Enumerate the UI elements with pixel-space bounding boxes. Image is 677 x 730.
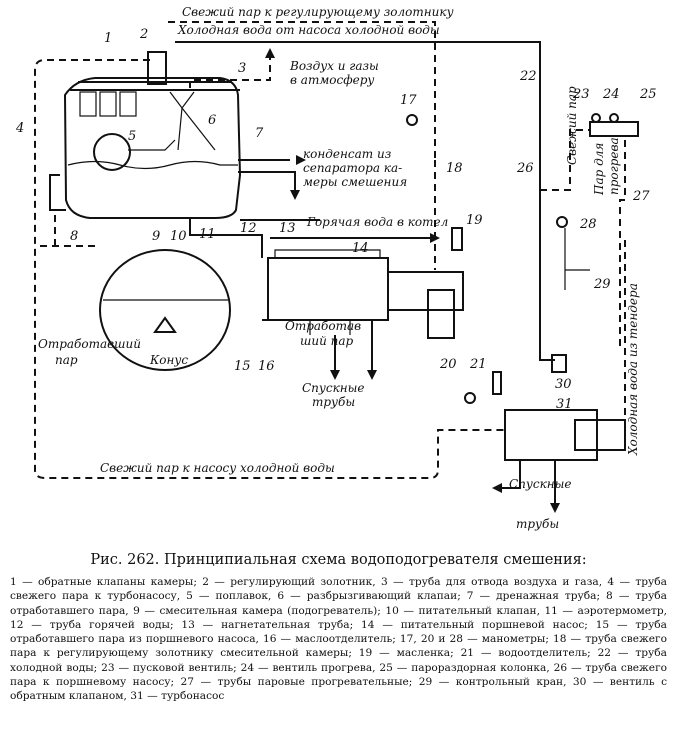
label-air-gases: Воздух и газы bbox=[289, 59, 379, 73]
label-exhaust-steam-left-1: Отработавший bbox=[38, 337, 141, 351]
number-18: 18 bbox=[446, 161, 463, 176]
arrow-condensate bbox=[290, 190, 300, 200]
label-fresh-steam-bottom: Свежий пар к насосу холодной воды bbox=[100, 461, 335, 475]
label-drain-pipes-2: трубы bbox=[312, 395, 355, 409]
label-exhaust-pump-2: ший пар bbox=[300, 334, 354, 348]
number-25: 25 bbox=[639, 87, 657, 102]
label-to-atmosphere: в атмосферу bbox=[290, 73, 374, 87]
pipe-warm-27 bbox=[619, 140, 626, 350]
cone-tank bbox=[98, 249, 232, 371]
float-lever bbox=[128, 139, 176, 151]
number-2: 2 bbox=[139, 27, 148, 42]
label-condensate-1: конденсат из bbox=[303, 147, 391, 161]
label-fresh-steam-right: Свежий пар bbox=[565, 86, 579, 165]
reference-numbers: 1 2 3 4 5 6 7 8 9 10 11 12 13 14 15 16 1… bbox=[15, 27, 657, 412]
feed-pump-top bbox=[274, 249, 381, 258]
number-19: 19 bbox=[466, 213, 483, 228]
pipe-hot-water-12 bbox=[189, 218, 263, 258]
pipe-air-vent bbox=[189, 55, 271, 88]
pipe-fresh-26 bbox=[540, 129, 590, 191]
number-16: 16 bbox=[258, 359, 275, 374]
cone bbox=[153, 316, 177, 333]
number-1: 1 bbox=[104, 31, 112, 46]
water-separator-21 bbox=[492, 371, 502, 395]
label-condensate-2: сепаратора ка- bbox=[303, 161, 402, 175]
pipe-fresh-steam-top bbox=[168, 21, 436, 160]
figure-caption: Рис. 262. Принципиальная схема водоподог… bbox=[90, 552, 587, 568]
number-4: 4 bbox=[15, 121, 24, 136]
number-22: 22 bbox=[519, 69, 537, 84]
number-21: 21 bbox=[469, 357, 487, 372]
pipe-4-left-loop bbox=[34, 59, 505, 479]
check-valves bbox=[79, 91, 137, 117]
number-23: 23 bbox=[572, 87, 590, 102]
number-7: 7 bbox=[255, 126, 264, 141]
warm-valve-24 bbox=[609, 113, 619, 123]
number-31: 31 bbox=[556, 397, 573, 412]
label-condensate-3: меры смешения bbox=[303, 175, 407, 189]
number-28: 28 bbox=[579, 217, 597, 232]
number-13: 13 bbox=[279, 221, 296, 236]
number-5: 5 bbox=[128, 129, 136, 144]
manometer-17 bbox=[406, 114, 418, 126]
number-30: 30 bbox=[555, 377, 572, 392]
number-3: 3 bbox=[238, 61, 246, 76]
number-20: 20 bbox=[439, 357, 457, 372]
pipe-cold-water-top bbox=[175, 41, 541, 175]
chamber-lid bbox=[70, 81, 240, 91]
mixing-chamber bbox=[63, 77, 242, 219]
figure-legend: 1 — обратные клапаны камеры; 2 — регулир… bbox=[10, 576, 667, 703]
float bbox=[93, 133, 131, 171]
label-cone: Конус bbox=[149, 353, 188, 367]
chamber-lower bbox=[49, 174, 66, 211]
valve-30 bbox=[551, 354, 567, 373]
lubricator-19 bbox=[451, 227, 463, 251]
oil-separator bbox=[427, 289, 455, 339]
number-11: 11 bbox=[199, 227, 216, 242]
label-exhaust-steam-left-2: пар bbox=[55, 353, 78, 367]
steam-column-25 bbox=[589, 121, 639, 137]
label-drain-pipes-3: Спускные bbox=[509, 477, 572, 491]
pipe-cold-22 bbox=[539, 175, 555, 361]
number-8: 8 bbox=[70, 229, 78, 244]
label-drain-pipes-4: трубы bbox=[516, 517, 559, 531]
pipe-control-29 bbox=[564, 228, 590, 290]
label-cold-water-tender: Холодная вода из тендера bbox=[626, 283, 640, 456]
feed-pump-rod bbox=[309, 320, 351, 335]
manometer-28 bbox=[556, 216, 568, 228]
manometer-20 bbox=[464, 392, 476, 404]
pipe-condensate bbox=[238, 171, 296, 192]
number-14: 14 bbox=[352, 241, 369, 256]
label-cold-water-from-pump: Холодная вода от насоса холодной воды bbox=[177, 23, 440, 37]
turbopump-motor bbox=[574, 419, 626, 451]
number-15: 15 bbox=[234, 359, 251, 374]
chamber-water-level bbox=[67, 160, 238, 170]
number-10: 10 bbox=[170, 229, 187, 244]
feed-pump-drive bbox=[387, 271, 464, 311]
number-6: 6 bbox=[208, 113, 216, 128]
turbopump bbox=[504, 409, 598, 461]
number-12: 12 bbox=[240, 221, 257, 236]
number-17: 17 bbox=[400, 93, 417, 108]
arrow-air-vent bbox=[265, 48, 275, 58]
number-24: 24 bbox=[602, 87, 620, 102]
label-warm-steam-2: прогрева bbox=[607, 137, 621, 195]
label-warm-steam-1: Пар для bbox=[592, 143, 606, 196]
number-26: 26 bbox=[516, 161, 534, 176]
label-fresh-steam-to-regulator: Свежий пар к регулирующему золотнику bbox=[182, 5, 454, 19]
arrow-drain bbox=[296, 155, 306, 165]
regulating-slide-valve bbox=[147, 51, 167, 85]
label-drain-pipes-1: Спускные bbox=[302, 381, 365, 395]
spray-valve bbox=[169, 91, 216, 151]
label-exhaust-pump-1: Отработав bbox=[285, 319, 361, 333]
feed-pump bbox=[267, 257, 389, 321]
number-9: 9 bbox=[152, 229, 160, 244]
water-heater-diagram: Свежий пар к регулирующему золотнику Хол… bbox=[15, 5, 657, 531]
number-27: 27 bbox=[632, 189, 650, 204]
start-valve-23 bbox=[591, 113, 601, 123]
number-29: 29 bbox=[593, 277, 611, 292]
label-hot-water-to-boiler: Горячая вода в котел bbox=[306, 215, 448, 229]
drain-pipe-3 bbox=[500, 460, 521, 489]
